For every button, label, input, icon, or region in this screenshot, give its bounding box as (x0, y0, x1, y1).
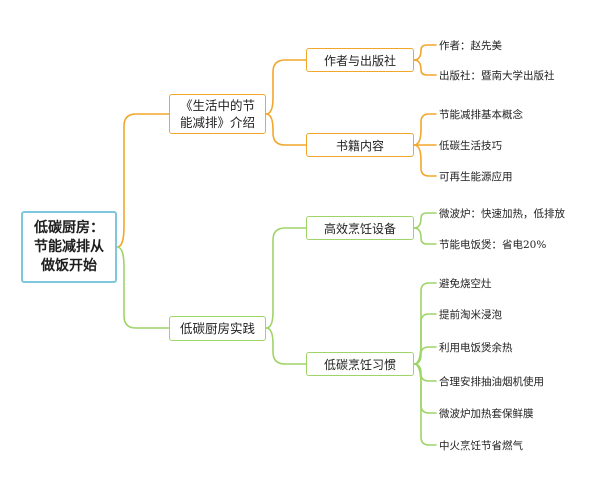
leaf-basic-concepts[interactable]: 节能减排基本概念 (439, 107, 523, 122)
leaf-residual-heat-text: 利用电饭煲余热 (439, 342, 513, 354)
leaf-publisher[interactable]: 出版社：暨南大学出版社 (439, 68, 555, 83)
connector-intro-content (265, 113, 307, 146)
root-topic-line1: 低碳厨房： (34, 219, 104, 236)
connector-root-intro (116, 113, 170, 248)
connector-equipment-leaf1 (413, 212, 437, 229)
leaf-medium-heat-text: 中火烹饪节省燃气 (439, 440, 523, 452)
root-topic-line3: 做饭开始 (41, 257, 97, 274)
leaf-range-hood-text: 合理安排抽油烟机使用 (439, 376, 544, 388)
branch-book-intro[interactable]: 《生活中的节 能减排》介绍 (169, 94, 266, 134)
leaf-presoak-rice[interactable]: 提前淘米浸泡 (439, 307, 502, 322)
leaf-residual-heat[interactable]: 利用电饭煲余热 (439, 340, 513, 355)
branch-kitchen-practice-label: 低碳厨房实践 (179, 321, 255, 336)
node-efficient-equipment[interactable]: 高效烹饪设备 (306, 216, 414, 240)
leaf-range-hood[interactable]: 合理安排抽油烟机使用 (439, 374, 544, 389)
leaf-author-text: 作者：赵先美 (439, 40, 502, 52)
leaf-microwave[interactable]: 微波炉：快速加热，低排放 (439, 206, 565, 221)
connector-practice-equipment (265, 227, 307, 329)
node-book-content[interactable]: 书籍内容 (306, 133, 414, 157)
leaf-basic-concepts-text: 节能减排基本概念 (439, 109, 523, 121)
leaf-presoak-rice-text: 提前淘米浸泡 (439, 309, 502, 321)
root-topic-line2: 节能减排从 (34, 238, 104, 255)
leaf-low-carbon-tips[interactable]: 低碳生活技巧 (439, 138, 502, 153)
branch-book-intro-line2: 能减排》介绍 (179, 115, 255, 130)
root-topic[interactable]: 低碳厨房： 节能减排从 做饭开始 (21, 211, 117, 283)
node-author-publisher-label: 作者与出版社 (323, 53, 396, 68)
branch-book-intro-line1: 《生活中的节 (179, 98, 255, 113)
leaf-avoid-empty-burner[interactable]: 避免烧空灶 (439, 276, 492, 291)
connector-equipment-leaf2 (413, 227, 437, 245)
leaf-rice-cooker[interactable]: 节能电饭煲：省电20% (439, 237, 546, 252)
connector-author-leaf1 (413, 44, 437, 61)
leaf-renewable-energy-text: 可再生能源应用 (439, 171, 513, 183)
leaf-publisher-text: 出版社：暨南大学出版社 (439, 70, 555, 82)
node-author-publisher[interactable]: 作者与出版社 (306, 48, 414, 72)
connector-content-leaf3 (413, 144, 437, 177)
leaf-renewable-energy[interactable]: 可再生能源应用 (439, 169, 513, 184)
connector-habits-leaf2 (413, 313, 437, 365)
node-efficient-equipment-label: 高效烹饪设备 (323, 221, 396, 236)
connector-author-leaf2 (413, 59, 437, 76)
connector-habits-leaf3 (413, 346, 437, 365)
leaf-microwave-film-text: 微波炉加热套保鲜膜 (439, 408, 534, 420)
leaf-avoid-empty-burner-text: 避免烧空灶 (439, 278, 492, 290)
leaf-rice-cooker-text: 节能电饭煲：省电20% (439, 239, 547, 251)
leaf-microwave-film[interactable]: 微波炉加热套保鲜膜 (439, 406, 534, 421)
node-cooking-habits[interactable]: 低碳烹饪习惯 (306, 352, 414, 376)
connector-habits-leaf5 (413, 363, 437, 414)
connector-habits-leaf6 (413, 363, 437, 446)
node-cooking-habits-label: 低碳烹饪习惯 (323, 357, 396, 372)
connector-content-leaf1 (413, 113, 437, 146)
connector-root-practice (116, 246, 170, 329)
leaf-author[interactable]: 作者：赵先美 (439, 38, 502, 53)
connector-intro-author (265, 59, 307, 115)
leaf-medium-heat[interactable]: 中火烹饪节省燃气 (439, 438, 523, 453)
branch-kitchen-practice[interactable]: 低碳厨房实践 (169, 316, 266, 341)
leaf-low-carbon-tips-text: 低碳生活技巧 (439, 140, 502, 152)
node-book-content-label: 书籍内容 (335, 138, 384, 153)
connector-practice-habits (265, 327, 307, 365)
leaf-microwave-text: 微波炉：快速加热，低排放 (439, 208, 565, 220)
connector-habits-leaf1 (413, 282, 437, 365)
